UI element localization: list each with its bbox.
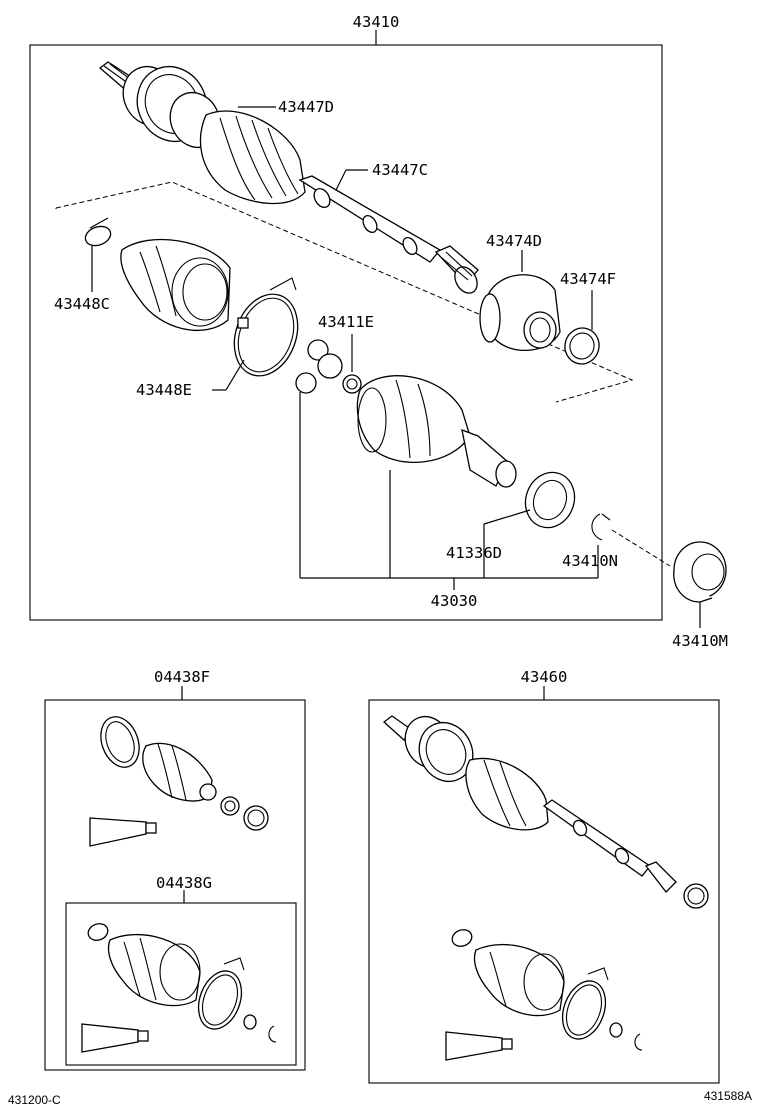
- label-41336D: 41336D: [446, 544, 502, 562]
- part-43474F-drawing: [564, 327, 600, 365]
- frame-43410: [29, 44, 663, 621]
- kit-04438G-drawing: [81, 923, 277, 1053]
- label-43448E: 43448E: [136, 381, 192, 399]
- part-43030-boot-drawing: [356, 375, 517, 488]
- label-43448C: 43448C: [54, 295, 110, 313]
- label-43410M: 43410M: [672, 632, 728, 650]
- label-43474D: 43474D: [486, 232, 542, 250]
- label-43030: 43030: [431, 592, 478, 610]
- diagram-code-left: 431200-C: [8, 1093, 61, 1107]
- diagram-code-right: 431588A: [704, 1089, 752, 1103]
- label-43410: 43410: [353, 13, 400, 31]
- label-43474F: 43474F: [560, 270, 616, 288]
- label-43411E: 43411E: [318, 313, 374, 331]
- part-43410N-drawing: [591, 513, 611, 541]
- frame-04438F: [44, 699, 306, 1071]
- label-43410N: 43410N: [562, 552, 618, 570]
- kit-group-outline: [55, 181, 634, 403]
- kit-04438F-drawing: [89, 716, 269, 847]
- inner-boot-drawing: [120, 238, 231, 332]
- label-04438G: 04438G: [156, 874, 212, 892]
- bearing-leader-dashed: [611, 529, 671, 567]
- label-43447C: 43447C: [372, 161, 428, 179]
- frame-04438G: [65, 902, 297, 1066]
- drive-shaft-assembly-drawing: [98, 61, 479, 294]
- label-43460: 43460: [521, 668, 568, 686]
- part-43411E-drawing: [295, 339, 362, 394]
- part-43474D-drawing: [479, 274, 561, 352]
- part-43448E-drawing: [233, 277, 299, 377]
- label-04438F: 04438F: [154, 668, 210, 686]
- part-43410M-drawing: [673, 541, 727, 603]
- part-41336D-drawing: [524, 471, 576, 529]
- label-43447D: 43447D: [278, 98, 334, 116]
- part-43448C-drawing: [84, 217, 112, 247]
- kit-43460-drawing: [382, 715, 709, 1061]
